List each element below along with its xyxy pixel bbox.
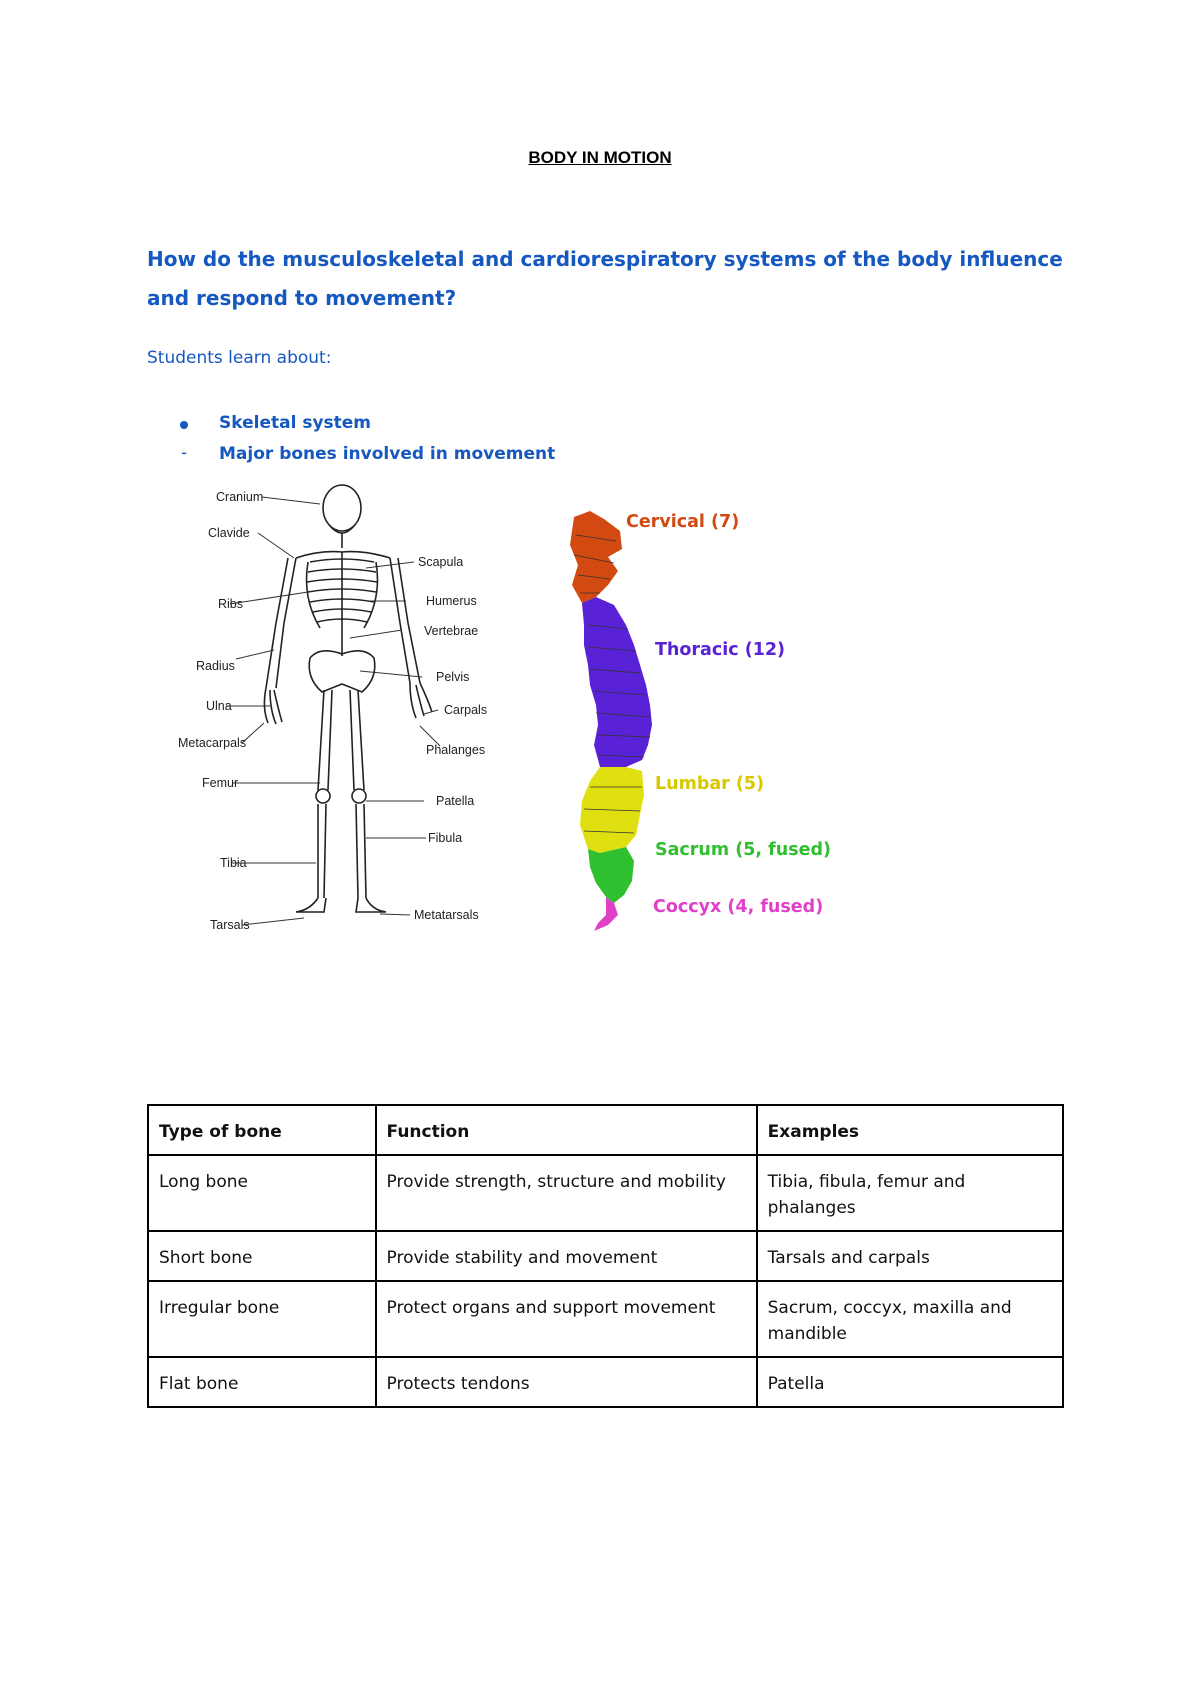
- cervical-region: [570, 511, 622, 603]
- cell-function: Provide strength, structure and mobility: [374, 1154, 758, 1232]
- sacrum-region: [588, 847, 634, 903]
- cell-examples: Tibia, fibula, femur and phalanges: [755, 1154, 1065, 1232]
- label-humerus: Humerus: [426, 594, 477, 608]
- label-phalanges: Phalanges: [426, 743, 485, 757]
- cell-examples: Sacrum, coccyx, maxilla and mandible: [755, 1280, 1065, 1358]
- label-radius: Radius: [196, 659, 235, 673]
- table-row: Long bone Provide strength, structure an…: [147, 1154, 1065, 1232]
- bone-types-table: Type of bone Function Examples Long bone…: [147, 1104, 1065, 1408]
- label-coccyx: Coccyx (4, fused): [653, 897, 823, 917]
- cell-type: Long bone: [147, 1154, 377, 1232]
- list-item-text: Skeletal system: [219, 413, 372, 433]
- label-carpals: Carpals: [444, 703, 487, 717]
- students-learn-heading: Students learn about:: [147, 348, 332, 368]
- cell-type: Flat bone: [147, 1356, 377, 1408]
- cell-function: Protect organs and support movement: [374, 1280, 758, 1358]
- label-vertebrae: Vertebrae: [424, 624, 478, 638]
- cell-function: Provide stability and movement: [374, 1230, 758, 1282]
- label-metacarpals: Metacarpals: [178, 736, 246, 750]
- page-title: BODY IN MOTION: [528, 148, 672, 167]
- label-clavicle: Clavide: [208, 526, 250, 540]
- label-tibia: Tibia: [220, 856, 247, 870]
- label-ribs: Ribs: [218, 597, 243, 611]
- skeleton-figure: [263, 484, 433, 913]
- label-patella: Patella: [436, 794, 474, 808]
- bullet-icon: [180, 421, 188, 429]
- cell-examples: Patella: [755, 1356, 1065, 1408]
- label-tarsals: Tarsals: [210, 918, 250, 932]
- label-femur: Femur: [202, 776, 238, 790]
- cell-type: Irregular bone: [147, 1280, 377, 1358]
- list-item-text: Major bones involved in movement: [219, 444, 556, 464]
- header-function: Function: [374, 1104, 758, 1156]
- vertebral-column: [570, 511, 652, 931]
- thoracic-region: [582, 597, 652, 767]
- label-cervical: Cervical (7): [626, 512, 739, 532]
- label-scapula: Scapula: [418, 555, 463, 569]
- header-type: Type of bone: [147, 1104, 377, 1156]
- skeleton-diagram: Cranium Clavide Ribs Radius Ulna Metacar…: [178, 484, 487, 932]
- spine-diagram: Cervical (7) Thoracic (12) Lumbar (5) Sa…: [570, 511, 831, 931]
- label-fibula: Fibula: [428, 831, 462, 845]
- label-pelvis: Pelvis: [436, 670, 469, 684]
- label-sacrum: Sacrum (5, fused): [655, 840, 831, 860]
- cell-examples: Tarsals and carpals: [755, 1230, 1065, 1282]
- table-header-row: Type of bone Function Examples: [147, 1104, 1065, 1156]
- inquiry-question: How do the musculoskeletal and cardiores…: [147, 247, 1063, 310]
- coccyx-region: [594, 897, 618, 931]
- cell-type: Short bone: [147, 1230, 377, 1282]
- table-row: Short bone Provide stability and movemen…: [147, 1230, 1065, 1282]
- label-lumbar: Lumbar (5): [655, 774, 764, 794]
- table-row: Irregular bone Protect organs and suppor…: [147, 1280, 1065, 1358]
- cell-function: Protects tendons: [374, 1356, 758, 1408]
- dash-marker: -: [181, 443, 188, 463]
- label-ulna: Ulna: [206, 699, 232, 713]
- label-cranium: Cranium: [216, 490, 263, 504]
- table-row: Flat bone Protects tendons Patella: [147, 1356, 1065, 1408]
- label-thoracic: Thoracic (12): [655, 640, 785, 660]
- label-metatarsals: Metatarsals: [414, 908, 479, 922]
- header-examples: Examples: [755, 1104, 1065, 1156]
